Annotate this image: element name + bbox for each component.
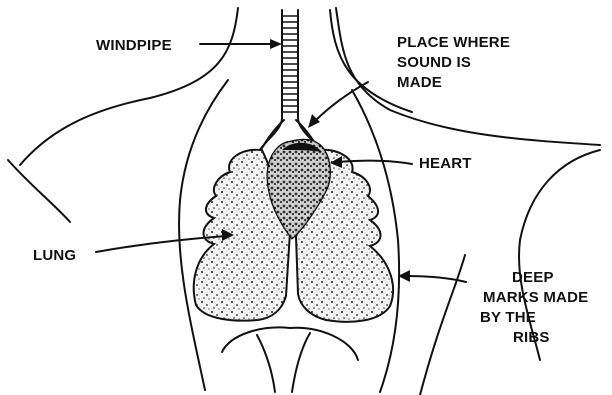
- ribs-label-line1: DEEP: [512, 269, 554, 286]
- lung-label: LUNG: [33, 247, 76, 264]
- heart-label: HEART: [419, 155, 472, 172]
- ribs-pointer: [398, 270, 466, 282]
- sound-label-line1: PLACE WHERE: [397, 34, 510, 51]
- sound-label-line3: MADE: [397, 74, 442, 91]
- ribs-label-line2: MARKS MADE: [483, 289, 588, 306]
- windpipe-label: WINDPIPE: [96, 37, 172, 54]
- sound-label-line2: SOUND IS: [397, 54, 471, 71]
- ribs-label-line4: RIBS: [513, 329, 550, 346]
- windpipe: [258, 10, 322, 152]
- windpipe-pointer: [200, 39, 282, 49]
- ribs-label-line3: BY THE: [480, 309, 536, 326]
